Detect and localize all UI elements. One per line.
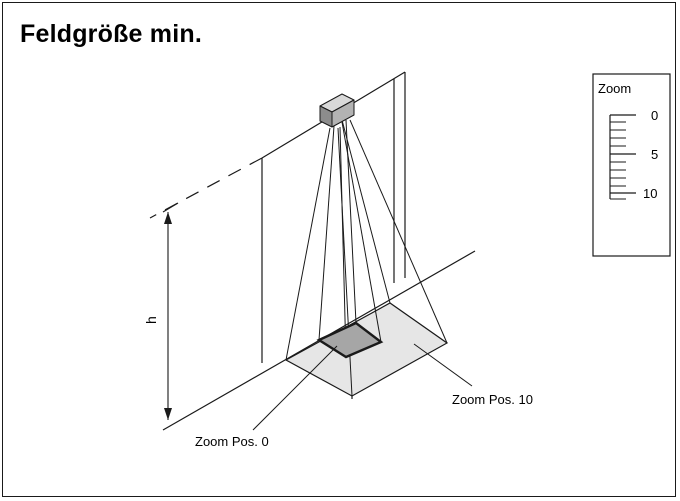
mounting-rail [149, 71, 406, 363]
diagram-frame [2, 2, 676, 497]
zoom-pos-0-label: Zoom Pos. 0 [195, 434, 269, 449]
height-dimension [162, 202, 179, 420]
zoom-pos-10-label: Zoom Pos. 10 [452, 392, 533, 407]
height-label: h [143, 316, 159, 324]
zoom-tick-label-5: 5 [651, 147, 658, 162]
zoom-tick-label-0: 0 [651, 108, 658, 123]
leader-lines [252, 343, 473, 431]
zoom-tick-label-10: 10 [643, 186, 657, 201]
page-title: Feldgröße min. [20, 20, 202, 48]
zoom-legend: Zoom 0 5 10 [592, 73, 671, 257]
zoom-scale-ticks [610, 114, 636, 200]
camera-icon [319, 93, 355, 128]
zoom-legend-title: Zoom [598, 81, 631, 96]
